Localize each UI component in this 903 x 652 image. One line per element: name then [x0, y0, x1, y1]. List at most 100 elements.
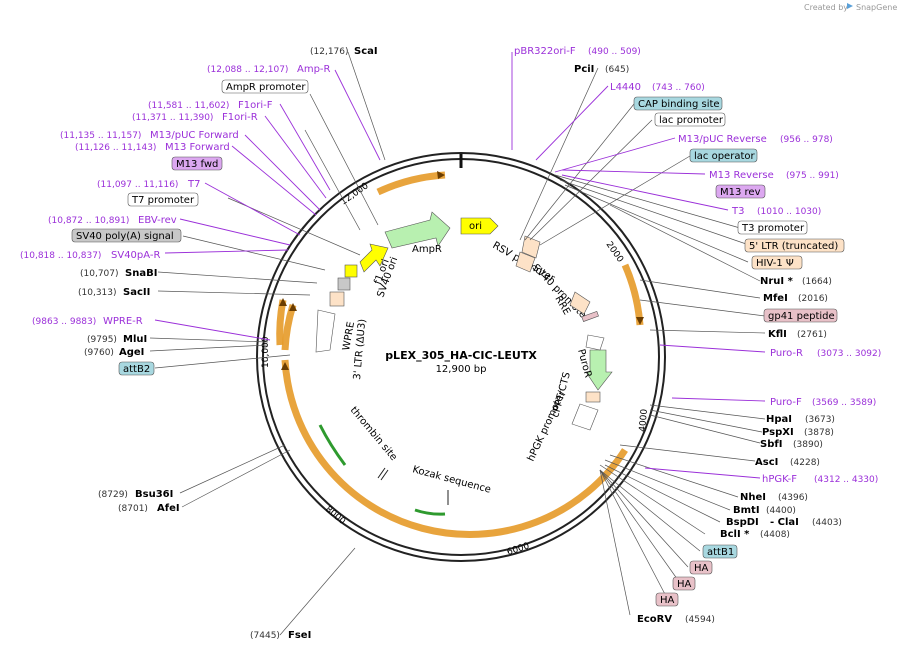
- orf-arc-top: [376, 171, 446, 196]
- site-sbfi: SbfI (3890): [760, 439, 823, 450]
- svg-text:CAP binding site: CAP binding site: [638, 99, 720, 110]
- svg-text:NruI *: NruI *: [760, 276, 794, 287]
- svg-text:Puro-F: Puro-F: [770, 397, 802, 408]
- svg-text:M13 rev: M13 rev: [720, 187, 761, 198]
- svg-text:SbfI: SbfI: [760, 439, 782, 450]
- primer-sv40pa-r: (10,818 .. 10,837) SV40pA-R: [20, 250, 160, 261]
- svg-text:M13 Forward: M13 Forward: [165, 142, 230, 153]
- svg-text:4000: 4000: [638, 408, 650, 432]
- svg-text:Bsu36I: Bsu36I: [135, 489, 173, 500]
- orf-arc-left1: [281, 303, 297, 351]
- primer-t7: (11,097 .. 11,116) T7: [97, 179, 200, 190]
- svg-text:HA: HA: [694, 563, 709, 574]
- snapgene-logo-icon: [847, 3, 853, 9]
- svg-text:10,000: 10,000: [261, 336, 271, 368]
- svg-text:(4228): (4228): [790, 458, 820, 468]
- box-ha-1: HA: [689, 560, 713, 575]
- svg-text:SacII: SacII: [123, 287, 150, 298]
- svg-text:AfeI: AfeI: [157, 503, 180, 514]
- feature-puror: PuroR: [575, 348, 613, 391]
- box-t3-promoter: T3 promoter: [737, 220, 808, 235]
- svg-text:T3: T3: [731, 206, 744, 217]
- feature-ori: ori: [460, 217, 499, 235]
- svg-text:(4408): (4408): [760, 530, 790, 540]
- site-bspdi-clai: BspDI - ClaI (4403): [726, 517, 842, 528]
- site-bcli: BclI * (4408): [720, 529, 790, 540]
- site-bsu36i: (8729) Bsu36I: [98, 489, 173, 500]
- svg-text:(11,135 .. 11,157): (11,135 .. 11,157): [60, 131, 141, 141]
- svg-text:AgeI: AgeI: [119, 347, 144, 358]
- primer-f1ori-f: (11,581 .. 11,602) F1ori-F: [148, 100, 273, 111]
- site-kfli: KflI (2761): [768, 329, 827, 340]
- feature-3ltr: 3' LTR (ΔU3): [352, 318, 368, 380]
- leader-lines: [149, 51, 766, 636]
- svg-text:hPGK-F: hPGK-F: [762, 474, 797, 485]
- svg-text:attB1: attB1: [707, 547, 734, 558]
- primer-wpre-r: (9863 .. 9883) WPRE-R: [32, 316, 143, 327]
- box-lac-promoter: lac promoter: [654, 112, 726, 127]
- svg-text:(11,126 .. 11,143): (11,126 .. 11,143): [75, 143, 156, 153]
- svg-text:MfeI: MfeI: [763, 293, 788, 304]
- plasmid-length: 12,900 bp: [436, 364, 487, 375]
- feature-gray-block: [337, 277, 351, 291]
- feature-thrombin-site: thrombin site: [348, 405, 399, 481]
- svg-text:HA: HA: [677, 579, 692, 590]
- feature-promoter-block-left: [329, 291, 345, 307]
- site-nhei: NheI (4396): [740, 492, 808, 503]
- backbone-outer: [256, 152, 666, 562]
- site-snabi: (10,707) SnaBI: [80, 268, 157, 279]
- orf-arc-right: [621, 263, 644, 326]
- svg-text:thrombin site: thrombin site: [348, 405, 399, 463]
- svg-text:HpaI: HpaI: [766, 414, 792, 425]
- box-m13-rev: M13 rev: [715, 184, 766, 199]
- svg-text:(12,176): (12,176): [310, 47, 349, 57]
- site-agei: (9760) AgeI: [84, 347, 144, 358]
- svg-text:L4440: L4440: [610, 82, 641, 93]
- tick-6000: 6000: [506, 541, 531, 558]
- tick-10000: 10,000: [261, 336, 271, 368]
- svg-text:(1664): (1664): [802, 277, 832, 287]
- svg-text:(2761): (2761): [797, 330, 827, 340]
- site-scai: (12,176) ScaI: [310, 46, 378, 57]
- svg-text:(490 .. 509): (490 .. 509): [588, 47, 641, 57]
- svg-text:ori: ori: [469, 221, 482, 232]
- site-fsei: (7445) FseI: [250, 630, 311, 641]
- credit-text: Created by: [804, 3, 848, 12]
- svg-text:(11,371 .. 11,390): (11,371 .. 11,390): [132, 113, 213, 123]
- svg-text:(3673): (3673): [805, 415, 835, 425]
- primer-m13-puc-reverse: M13/pUC Reverse (956 .. 978): [678, 134, 833, 145]
- feature-f1ori: f1 ori SV40 ori: [359, 243, 400, 299]
- svg-text:NheI: NheI: [740, 492, 766, 503]
- svg-text:HA: HA: [660, 595, 675, 606]
- site-sacii: (10,313) SacII: [78, 287, 150, 298]
- svg-text:Kozak sequence: Kozak sequence: [411, 464, 492, 496]
- svg-text:(975 .. 991): (975 .. 991): [786, 171, 839, 181]
- svg-text:(9863 .. 9883): (9863 .. 9883): [32, 317, 96, 327]
- svg-text:pBR322ori-F: pBR322ori-F: [514, 46, 576, 57]
- svg-text:3' LTR (ΔU3): 3' LTR (ΔU3): [352, 318, 368, 380]
- svg-text:(4396): (4396): [778, 493, 808, 503]
- svg-text:2000: 2000: [604, 240, 625, 265]
- plasmid-name: pLEX_305_HA-CIC-LEUTX: [385, 349, 537, 362]
- svg-text:(956 .. 978): (956 .. 978): [780, 135, 833, 145]
- primer-l4440: L4440 (743 .. 760): [610, 82, 705, 93]
- primer-t3: T3 (1010 .. 1030): [731, 206, 821, 217]
- svg-text:F1ori-R: F1ori-R: [222, 112, 258, 123]
- svg-text:SnaBI: SnaBI: [125, 268, 157, 279]
- svg-text:(4594): (4594): [685, 615, 715, 625]
- svg-text:(743 .. 760): (743 .. 760): [652, 83, 705, 93]
- svg-text:12,000: 12,000: [339, 181, 371, 207]
- svg-text:(11,097 .. 11,116): (11,097 .. 11,116): [97, 180, 178, 190]
- svg-text:SV40 poly(A) signal: SV40 poly(A) signal: [76, 231, 174, 242]
- svg-text:ScaI: ScaI: [354, 46, 378, 57]
- feature-yellow-block: [344, 264, 358, 278]
- site-pspxi: PspXI (3878): [762, 427, 834, 438]
- feature-ampr: AmpR: [384, 211, 451, 255]
- svg-text:6000: 6000: [506, 541, 531, 558]
- site-afei: (8701) AfeI: [118, 503, 180, 514]
- svg-text:(4400): (4400): [766, 506, 796, 516]
- svg-text:(12,088 .. 12,107): (12,088 .. 12,107): [207, 65, 288, 75]
- site-bmti: BmtI (4400): [733, 505, 796, 516]
- box-5ltr-truncated: 5' LTR (truncated): [744, 238, 845, 253]
